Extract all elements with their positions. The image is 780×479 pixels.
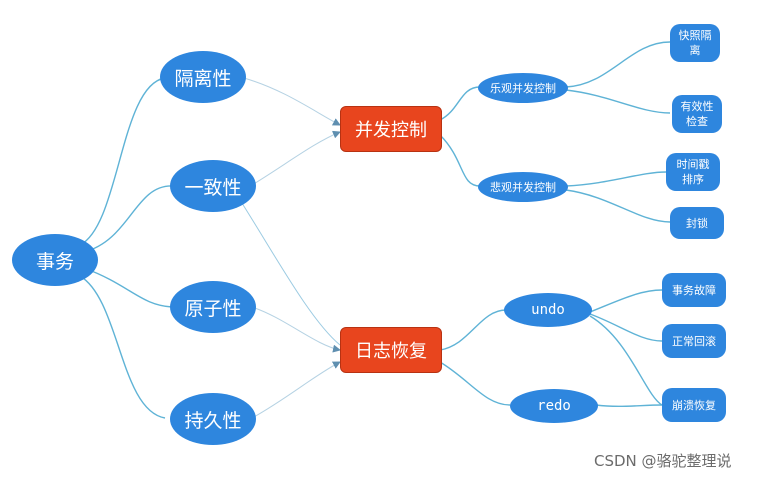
arrow-consistency-conc [251,130,341,186]
edge-consistency-log [239,199,341,346]
node-pessimistic: 悲观并发控制 [478,172,568,202]
node-validity-check-line2: 检查 [686,115,708,128]
node-crash-recovery: 崩溃恢复 [662,388,726,422]
edge-conc-optimistic [439,86,481,121]
node-timestamp-ordering-line1: 时间戳 [676,158,710,171]
edge-conc-pessimistic [439,134,481,187]
edge-root-durability [79,275,166,419]
node-lock: 封锁 [670,207,724,239]
node-snapshot-isolation-line2: 离 [689,44,701,57]
node-durability: 持久性 [170,393,256,445]
edge-undo-crash [589,315,663,406]
node-timestamp-ordering: 时间戳 排序 [666,153,720,191]
node-snapshot-isolation: 快照隔 离 [670,24,720,62]
edge-redo-crash [595,404,663,408]
watermark: CSDN @骆驼整理说 [594,452,732,470]
edge-undo-failure [589,289,663,313]
node-validity-check: 有效性 检查 [672,95,722,133]
node-optimistic: 乐观并发控制 [478,73,568,103]
node-consistency: 一致性 [170,160,256,212]
edge-opt-snapshot [565,41,671,88]
edge-log-redo [439,361,511,406]
edge-opt-validity [565,89,671,114]
node-txn-failure: 事务故障 [662,273,726,307]
node-root: 事务 [12,234,98,286]
node-isolation: 隔离性 [160,51,246,103]
edge-root-isolation [79,77,166,246]
node-normal-rollback: 正常回滚 [662,324,726,358]
node-validity-check-line1: 有效性 [680,100,714,113]
node-concurrency-control: 并发控制 [340,106,442,152]
node-timestamp-ordering-line2: 排序 [682,173,704,186]
arrow-atomicity-log [251,306,341,353]
edge-pes-lock [565,189,671,223]
node-redo: redo [510,389,598,423]
arrow-isolation-conc [243,77,341,126]
node-atomicity: 原子性 [170,281,256,333]
edge-undo-rollback [589,313,663,342]
edge-root-consistency [83,185,173,253]
edge-root-atomicity [83,267,173,308]
node-log-recovery: 日志恢复 [340,327,442,373]
node-snapshot-isolation-line1: 快照隔 [678,29,712,42]
node-undo: undo [504,293,592,327]
edge-log-undo [439,309,507,351]
arrow-durability-log [251,361,341,419]
edge-pes-timestamp [565,171,667,187]
